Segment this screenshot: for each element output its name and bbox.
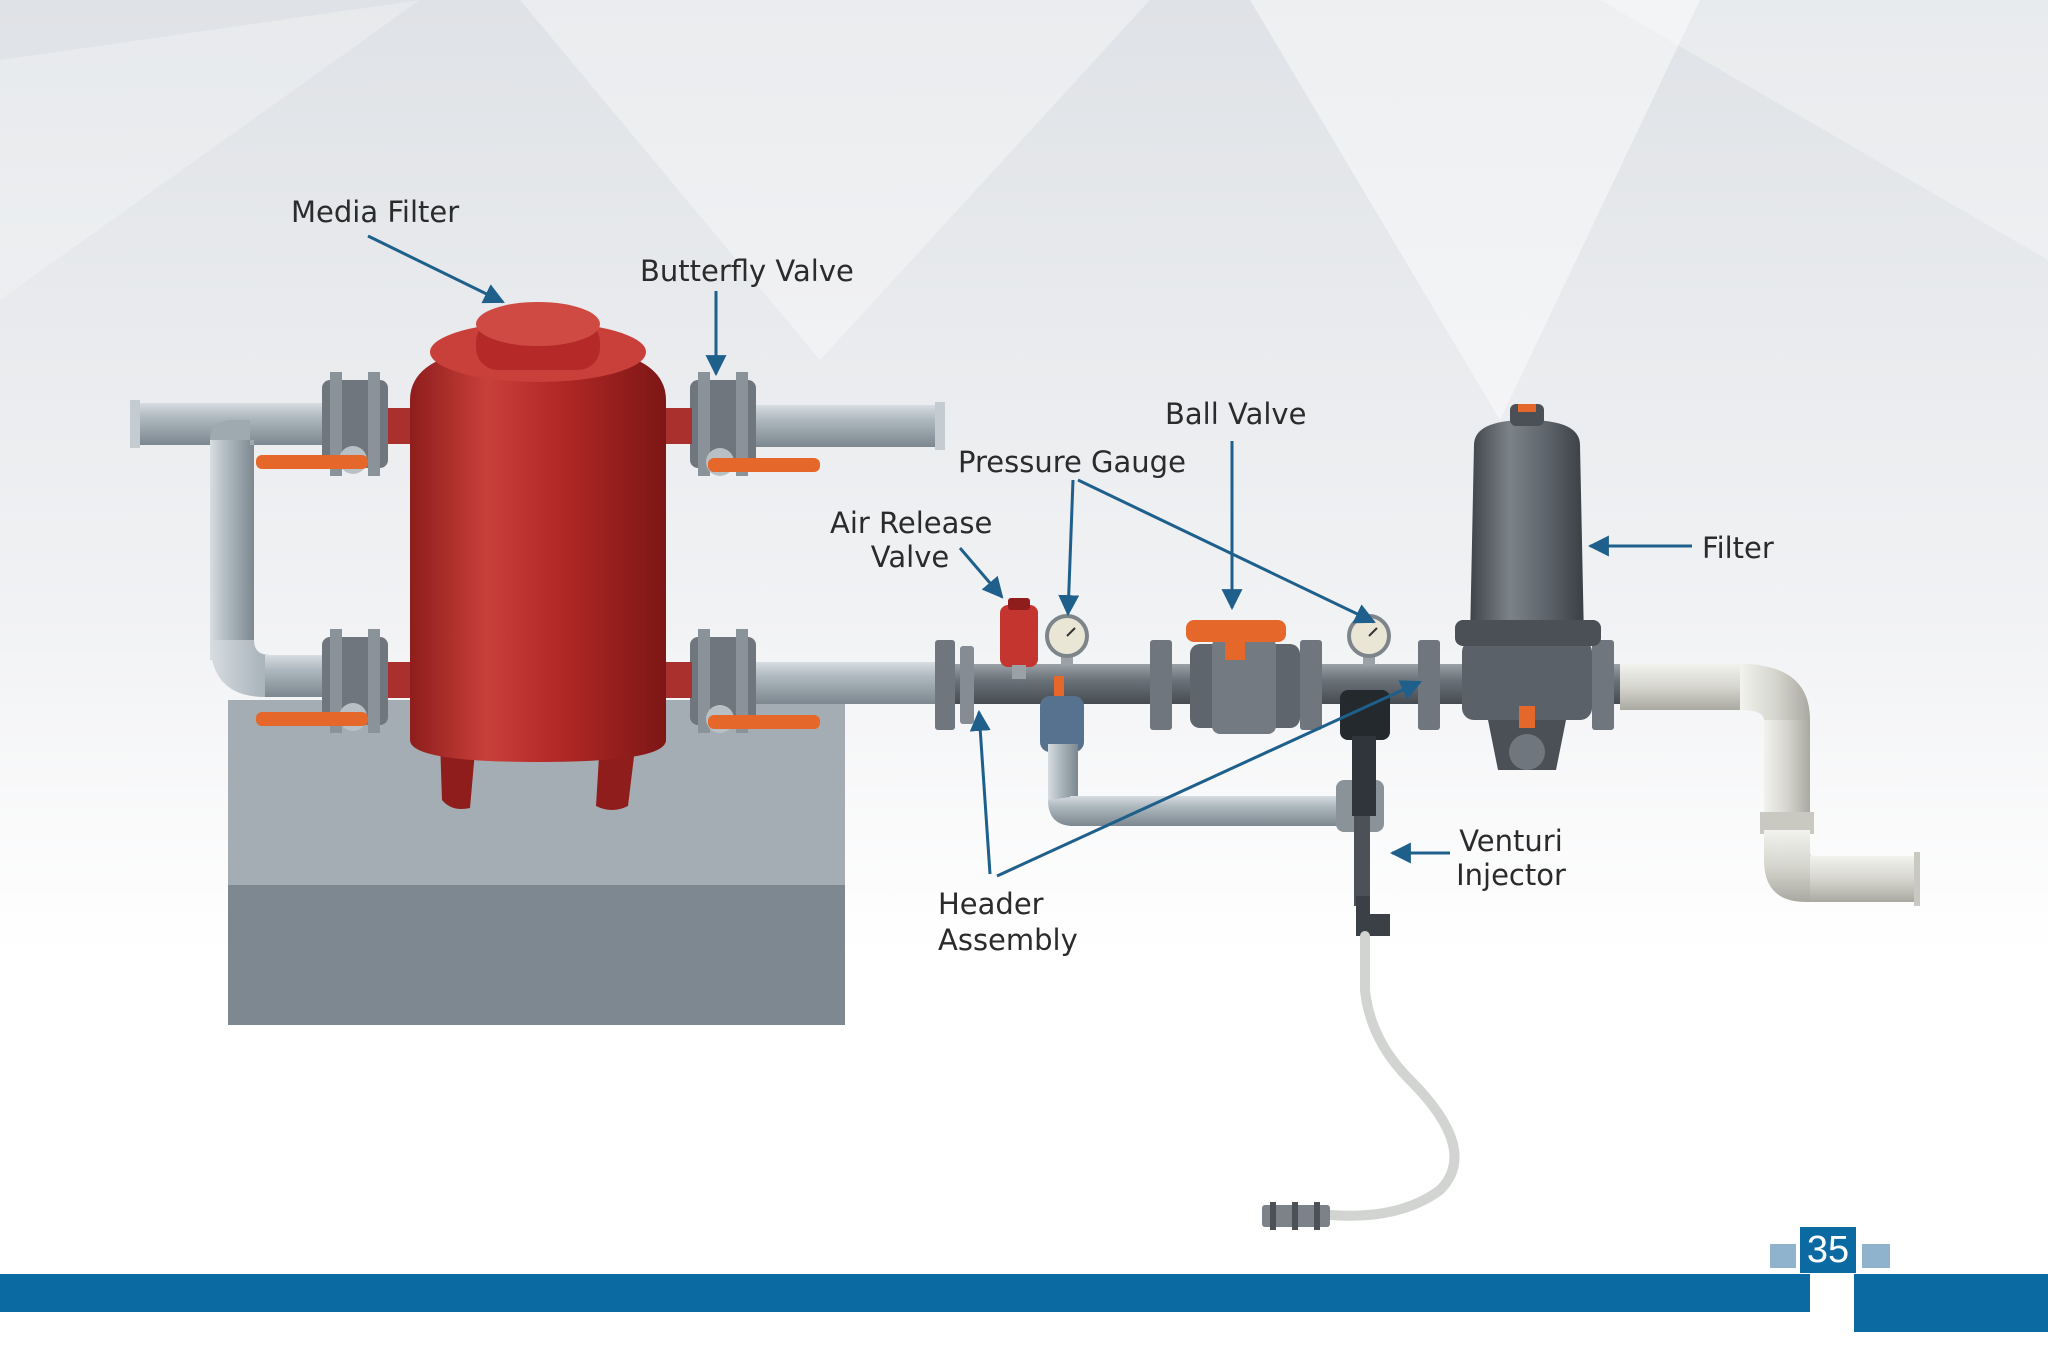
pressure-gauge-label: Pressure Gauge — [958, 445, 1186, 479]
header-flange-mid — [1150, 640, 1322, 730]
butterfly-valve-label: Butterfly Valve — [640, 254, 854, 288]
page-number: 35 — [1800, 1227, 1856, 1273]
air-release-label-line1: Air Release — [830, 506, 993, 540]
callout-arrows — [367, 234, 1692, 878]
header-flange-inlet — [935, 640, 974, 730]
header-flange-filter — [1418, 640, 1614, 730]
butterfly-valve-top-right — [690, 372, 820, 476]
ball-valve-label: Ball Valve — [1165, 397, 1307, 431]
filter-label: Filter — [1702, 531, 1774, 565]
pressure-gauge-arrow-right — [1077, 478, 1376, 624]
header-arrow-right — [996, 680, 1422, 878]
main-line-pipe — [740, 662, 940, 704]
air-release-arrow — [958, 547, 1004, 599]
air-release-valve-label: Air Release Valve — [830, 506, 993, 574]
background-facet — [1600, 0, 2048, 260]
pressure-gauge-left — [1045, 614, 1089, 666]
background-facet — [0, 0, 420, 300]
pressure-gauge-arrow-left — [1058, 479, 1080, 617]
pressure-gauge-right — [1347, 614, 1391, 666]
tank-top-outlet-pipe — [740, 405, 940, 447]
header-label-line1: Header — [938, 887, 1044, 921]
media-filter-arrow — [367, 234, 505, 304]
suction-hose — [1325, 931, 1460, 1221]
footer-bar — [0, 1244, 2048, 1332]
media-filter-tank — [388, 302, 692, 810]
venturi-injector-label: Venturi Injector — [1450, 824, 1572, 892]
background-facet — [520, 0, 1150, 360]
header-assembly-label: Header Assembly — [938, 886, 1078, 958]
outlet-pipe — [1620, 664, 1920, 906]
background-facet — [1250, 0, 1700, 420]
media-filter-label: Media Filter — [291, 195, 460, 229]
bypass-pipe — [130, 400, 335, 697]
venturi-label-line2: Injector — [1456, 858, 1566, 892]
ball-valve — [1186, 620, 1300, 734]
butterfly-valve-bottom-right — [690, 629, 820, 733]
pipe-end-cap — [935, 402, 945, 450]
foot-strainer — [1262, 1202, 1330, 1230]
header-arrow-left — [969, 709, 992, 875]
venturi-injector — [1340, 690, 1390, 936]
butterfly-valve-top-left — [256, 372, 388, 476]
venturi-label-line1: Venturi — [1459, 824, 1563, 858]
air-release-label-line2: Valve — [870, 540, 950, 574]
butterfly-valve-bottom-left — [256, 629, 388, 733]
header-label-line2: Assembly — [938, 923, 1078, 957]
air-release-valve — [1000, 598, 1038, 679]
disc-filter — [1455, 404, 1601, 770]
